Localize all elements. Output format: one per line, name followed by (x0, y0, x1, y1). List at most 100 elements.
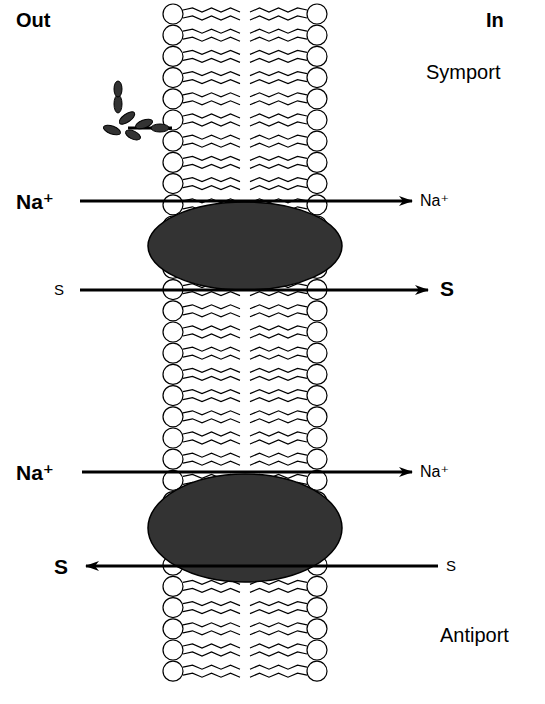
lipid-tail (250, 305, 307, 309)
symporter-protein (148, 202, 342, 290)
lipid-tail (250, 292, 307, 296)
text-label: Out (16, 10, 50, 30)
lipid-head (163, 386, 183, 406)
lipid-tail (183, 432, 240, 436)
lipid-head (163, 407, 183, 427)
text-label: Na⁺ (420, 464, 449, 480)
lipid-head (163, 661, 183, 681)
lipid-tail (183, 143, 240, 147)
lipid-tail (250, 368, 307, 372)
lipid-tail (250, 665, 307, 669)
lipid-head (307, 174, 327, 194)
text-label: In (486, 10, 504, 30)
lipid-tail (183, 347, 240, 351)
lipid-tail (250, 80, 307, 84)
lipid-tail (183, 631, 240, 635)
lipid-head (307, 89, 327, 109)
lipid-tail (183, 72, 240, 76)
lipid-tail (250, 631, 307, 635)
lipid-tail (250, 432, 307, 436)
lipid-head (163, 131, 183, 151)
lipid-tail (250, 16, 307, 20)
lipid-head (163, 343, 183, 363)
lipid-tail (250, 390, 307, 394)
lipid-tail (183, 93, 240, 97)
text-label: Na⁺ (420, 193, 449, 209)
text-label: S (54, 282, 64, 297)
lipid-head (163, 46, 183, 66)
lipid-tail (183, 440, 240, 444)
lipid-head (163, 640, 183, 660)
text-label: Na⁺ (16, 191, 54, 212)
lipid-head (163, 449, 183, 469)
lipid-head (307, 46, 327, 66)
lipid-tail (250, 644, 307, 648)
text-label: Na⁺ (16, 462, 54, 483)
lipid-tail (183, 305, 240, 309)
lipid-tail (183, 8, 240, 12)
lipid-tail (250, 186, 307, 190)
lipid-head (163, 598, 183, 618)
lipid-tail (250, 72, 307, 76)
lipid-tail (250, 313, 307, 317)
lipid-tail (250, 398, 307, 402)
lipid-tail (183, 376, 240, 380)
lipid-head (307, 68, 327, 88)
text-label: S (440, 278, 454, 299)
lipid-head (163, 174, 183, 194)
lipid-tail (250, 610, 307, 614)
lipid-tail (250, 164, 307, 168)
lipid-tail (250, 8, 307, 12)
lipid-tail (250, 143, 307, 147)
lipid-tail (250, 347, 307, 351)
lipid-head (163, 89, 183, 109)
lipid-head (163, 4, 183, 24)
lipid-head (307, 640, 327, 660)
lipid-tail (183, 390, 240, 394)
lipid-tail (250, 376, 307, 380)
lipid-head (307, 386, 327, 406)
lipid-tail (250, 93, 307, 97)
lipid-tail (250, 122, 307, 126)
lipid-tail (183, 135, 240, 139)
lipid-head (307, 428, 327, 448)
lipid-tail (250, 411, 307, 415)
lipid-tail (183, 665, 240, 669)
lipid-tail (250, 453, 307, 457)
lipid-tail (183, 114, 240, 118)
lipid-head (163, 428, 183, 448)
lipid-tail (183, 411, 240, 415)
lipid-tail (183, 673, 240, 677)
lipid-tail (183, 313, 240, 317)
lipid-head (163, 301, 183, 321)
lipid-tail (183, 602, 240, 606)
lipid-tail (250, 156, 307, 160)
lipid-tail (183, 186, 240, 190)
lipid-tail (183, 326, 240, 330)
lipid-tail (250, 29, 307, 33)
lipid-tail (250, 37, 307, 41)
transport-arrows (80, 201, 438, 566)
lipid-tail (183, 355, 240, 359)
text-label: S (54, 556, 68, 577)
lipid-tail (250, 326, 307, 330)
lipid-tail (250, 114, 307, 118)
lipid-head (307, 619, 327, 639)
lipid-tail (183, 29, 240, 33)
lipid-tail (250, 623, 307, 627)
lipid-head (307, 576, 327, 596)
lipid-tail (183, 122, 240, 126)
lipid-tail (250, 673, 307, 677)
lipid-head (163, 68, 183, 88)
glycolipid-sugar-chain (102, 81, 172, 142)
lipid-head (307, 195, 327, 215)
lipid-head (307, 301, 327, 321)
lipid-tail (183, 461, 240, 465)
lipid-tail (250, 355, 307, 359)
lipid-tail (183, 419, 240, 423)
lipid-head (307, 152, 327, 172)
lipid-tail (183, 164, 240, 168)
lipid-tail (183, 453, 240, 457)
lipid-tail (183, 58, 240, 62)
